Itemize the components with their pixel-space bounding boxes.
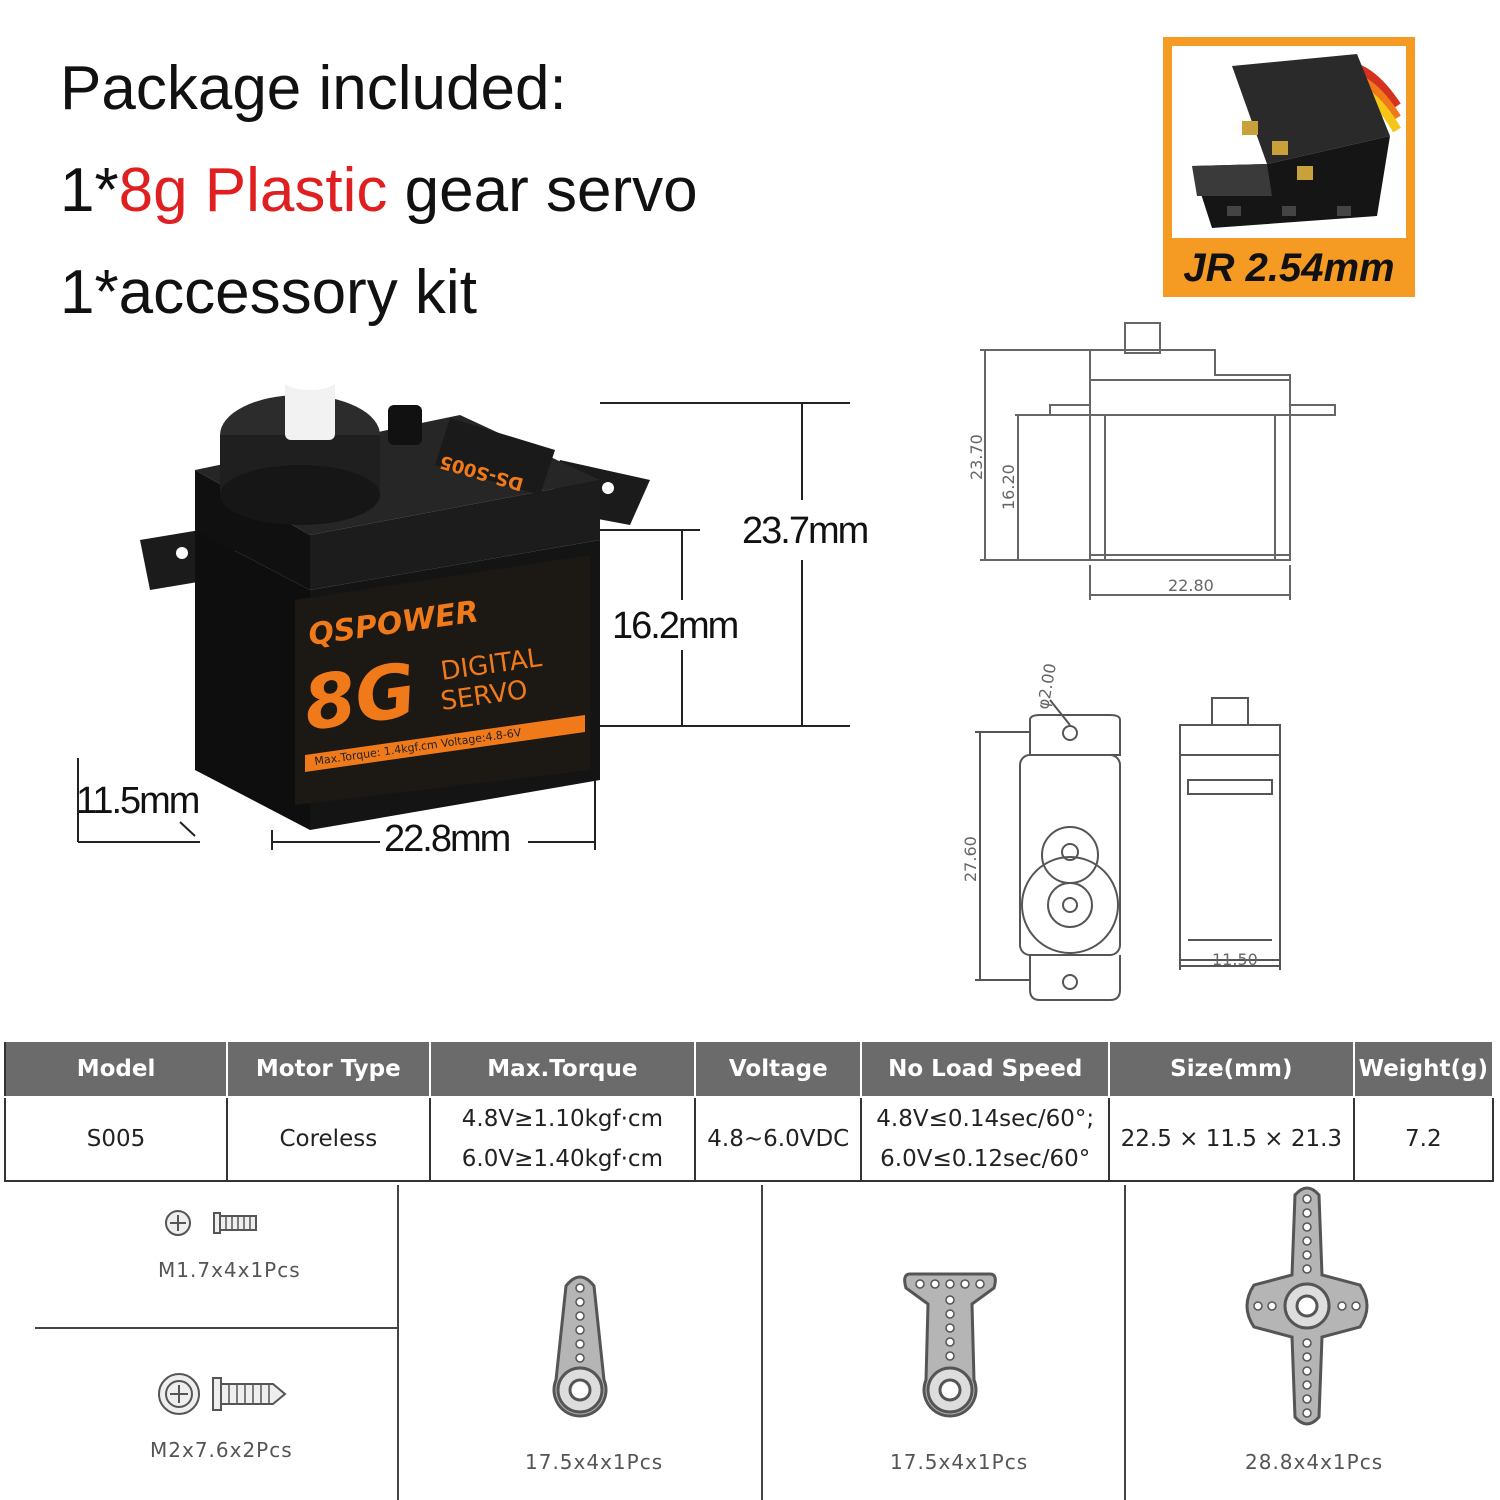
capacity-label: 8G bbox=[299, 647, 422, 748]
cross-arm-horn-icon bbox=[1245, 1186, 1369, 1426]
dim-depth: 11.5mm bbox=[76, 780, 200, 822]
drawing-front-view: 23.70 16.20 22.80 bbox=[967, 322, 1336, 600]
dim-height-body: 16.2mm bbox=[612, 605, 739, 647]
screw-large-icon bbox=[158, 1373, 287, 1415]
header-max-torque: Max.Torque bbox=[428, 1040, 697, 1098]
spec-header-row: Model Motor Type Max.Torque Voltage No L… bbox=[3, 1040, 1495, 1098]
accessory-caption-1: M1.7x4x1Pcs bbox=[158, 1258, 301, 1282]
screw-small-icon bbox=[165, 1210, 257, 1236]
header-size: Size(mm) bbox=[1108, 1040, 1355, 1098]
header-speed: No Load Speed bbox=[860, 1040, 1111, 1098]
package-heading: Package included: bbox=[60, 54, 567, 123]
cell-motor: Coreless bbox=[226, 1096, 431, 1182]
header-motor-type: Motor Type bbox=[226, 1040, 431, 1098]
torque-line-2: 6.0V≥1.40kgf·cm bbox=[461, 1146, 663, 1172]
connector-plug-icon bbox=[1192, 54, 1401, 228]
speed-line-1: 4.8V≤0.14sec/60°; bbox=[876, 1106, 1095, 1132]
header-voltage: Voltage bbox=[694, 1040, 863, 1098]
servo-photo: DS-S005 QSPOWER 8G DIGITAL SERVO Max.Tor… bbox=[140, 374, 650, 830]
accessory-caption-2: M2x7.6x2Pcs bbox=[150, 1438, 293, 1462]
table-row: S005 Coreless 4.8V≥1.10kgf·cm 6.0V≥1.40k… bbox=[3, 1096, 1495, 1182]
drawing-top-side-view: φ2.00 27.60 11.50 bbox=[961, 662, 1281, 1001]
cell-torque: 4.8V≥1.10kgf·cm 6.0V≥1.40kgf·cm bbox=[428, 1096, 697, 1182]
servo-highlight: 8g Plastic bbox=[118, 156, 388, 225]
connector-image bbox=[1172, 46, 1406, 238]
draw-height-total: 23.70 bbox=[967, 434, 986, 480]
single-arm-horn-icon bbox=[552, 1275, 608, 1418]
header-weight: Weight(g) bbox=[1352, 1040, 1495, 1098]
t-arm-horn-icon bbox=[903, 1272, 997, 1418]
dim-height-total: 23.7mm bbox=[742, 510, 869, 552]
draw-length: 27.60 bbox=[961, 836, 980, 882]
draw-depth: 11.50 bbox=[1212, 950, 1258, 969]
cell-model: S005 bbox=[3, 1096, 229, 1182]
cell-weight: 7.2 bbox=[1352, 1096, 1495, 1182]
cell-size: 22.5 × 11.5 × 21.3 bbox=[1108, 1096, 1355, 1182]
package-line-kit: 1*accessory kit bbox=[60, 258, 477, 327]
accessory-grid-lines bbox=[35, 1185, 1126, 1500]
cell-voltage: 4.8~6.0VDC bbox=[694, 1096, 863, 1182]
dim-width: 22.8mm bbox=[384, 818, 511, 860]
photo-dimension-lines bbox=[77, 402, 850, 850]
connector-box: JR 2.54mm bbox=[1163, 37, 1415, 297]
header-model: Model bbox=[3, 1040, 229, 1098]
torque-line-1: 4.8V≥1.10kgf·cm bbox=[461, 1106, 663, 1132]
speed-line-2: 6.0V≤0.12sec/60° bbox=[880, 1146, 1091, 1172]
accessory-caption-5: 28.8x4x1Pcs bbox=[1245, 1450, 1384, 1474]
servo-qty: 1* bbox=[60, 156, 119, 225]
draw-height-body: 16.20 bbox=[999, 464, 1018, 510]
connector-label: JR 2.54mm bbox=[1183, 246, 1395, 290]
draw-hole: φ2.00 bbox=[1033, 662, 1060, 711]
servo-desc: gear servo bbox=[387, 156, 698, 225]
accessory-caption-4: 17.5x4x1Pcs bbox=[890, 1450, 1029, 1474]
spec-table: Model Motor Type Max.Torque Voltage No L… bbox=[3, 1040, 1495, 1182]
accessory-caption-3: 17.5x4x1Pcs bbox=[525, 1450, 664, 1474]
draw-width: 22.80 bbox=[1168, 576, 1214, 595]
package-line-servo: 1*8g Plastic gear servo bbox=[60, 160, 698, 222]
cell-speed: 4.8V≤0.14sec/60°; 6.0V≤0.12sec/60° bbox=[860, 1096, 1111, 1182]
